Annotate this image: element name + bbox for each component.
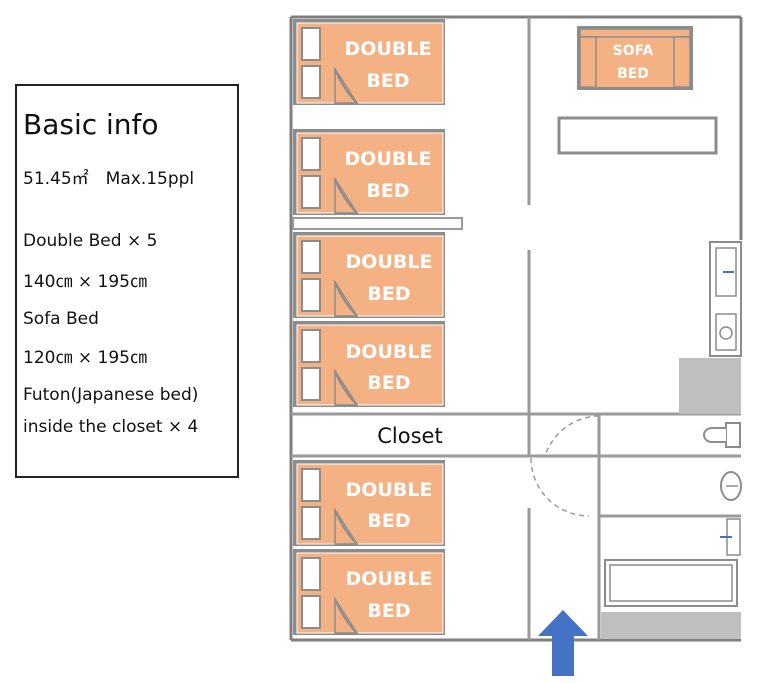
bed-6-label-1: DOUBLE [346,568,433,590]
double-bed-6 [292,548,446,636]
bed-2-label-1: DOUBLE [345,148,432,170]
bath-floor [601,612,741,639]
sofa-label-2: BED [617,66,649,82]
shower [720,518,741,556]
entrance-arrow-icon [538,610,588,676]
info-futon-location: inside the closet × 4 [23,417,199,437]
bed-1-label-2: BED [366,70,409,92]
toilet [703,422,741,448]
outer-walls [289,15,743,642]
bed-1-label-1: DOUBLE [345,38,432,60]
bed-3-label-2: BED [367,283,410,305]
bed-2-label-2: BED [366,180,409,202]
info-double-bed-size: 140㎝ × 195㎝ [23,272,147,292]
double-bed-5 [292,459,446,547]
info-double-bed: Double Bed × 5 [23,231,158,251]
double-bed-3 [292,231,446,319]
closet-label: Closet [377,424,442,448]
basic-info-panel: Basic info 51.45㎡ Max.15ppl Double Bed ×… [15,84,239,478]
info-title: Basic info [23,108,159,141]
double-bed-4 [292,320,446,408]
bathtub [604,559,738,607]
info-futon: Futon(Japanese bed) [23,385,199,405]
partition-strip [292,217,463,230]
bed-4-label-1: DOUBLE [346,341,433,363]
info-sofa-bed-size: 120㎝ × 195㎝ [23,348,147,368]
table [557,116,718,155]
info-area-capacity: 51.45㎡ Max.15ppl [23,169,195,189]
bed-5-label-2: BED [367,510,410,532]
bed-5-label-1: DOUBLE [346,479,433,501]
sofa-bed [577,26,693,90]
stove-burner [719,326,733,340]
door-swing [530,415,600,517]
sofa-label-1: SOFA [613,43,654,59]
double-bed-2 [292,128,446,216]
utility-block [679,358,741,414]
stove [715,313,737,351]
wash-basin [720,471,742,501]
double-bed-1 [292,18,446,106]
interior-walls [291,17,741,640]
bed-6-label-2: BED [367,600,410,622]
bed-3-label-1: DOUBLE [346,251,433,273]
bed-4-label-2: BED [367,372,410,394]
info-sofa-bed: Sofa Bed [23,309,99,329]
